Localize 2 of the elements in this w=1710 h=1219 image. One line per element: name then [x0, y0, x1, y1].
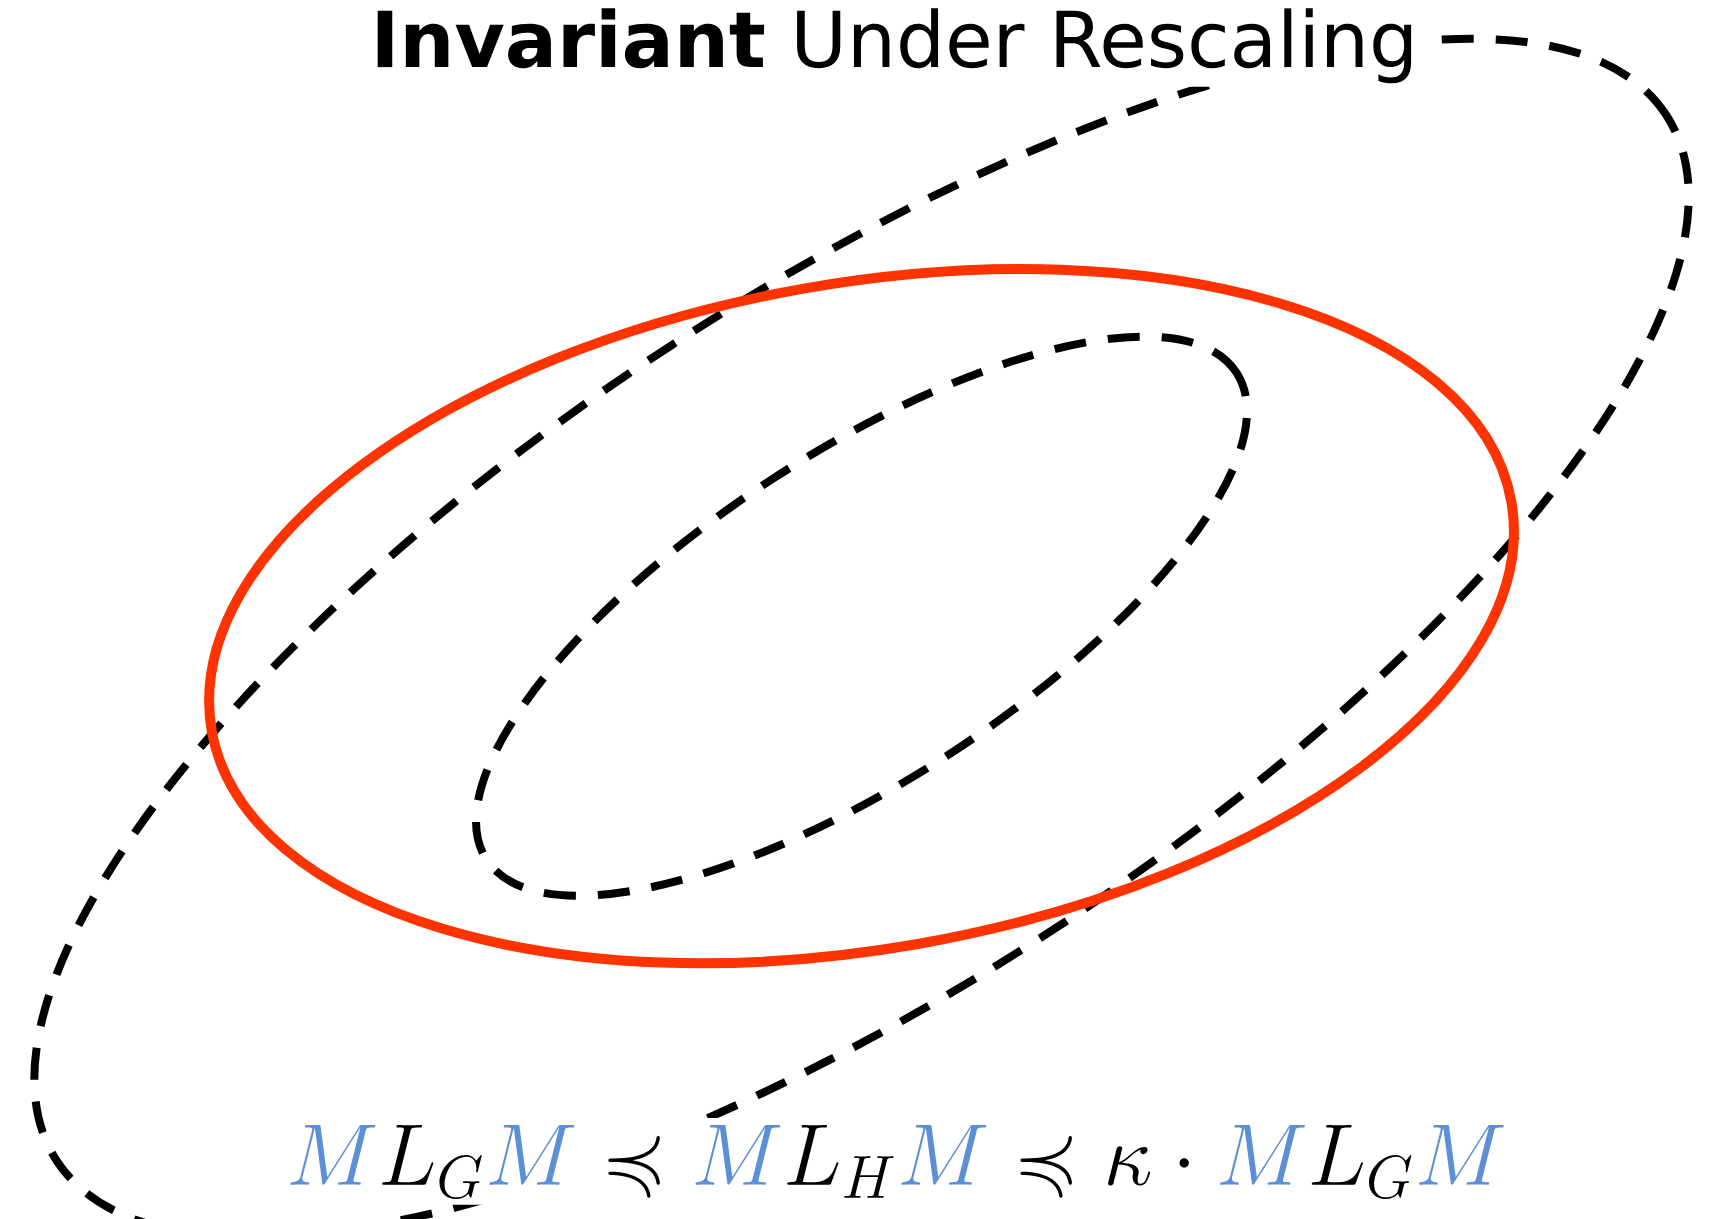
formula: ${\color[HTML]{5B8FD6}M}L_G{\color[HTML]{5B8FD6}M} \preccurlyeq {\color[HTML]{5B8FD6}M}L_H{\color[HTML]{5B8FD6}M} \preccurlyeq \kappa \cdot {\color[HTML]{5B8FD6}M}L_G{\color[HTML]{5B8FD6}M}$ — [279, 1117, 1514, 1205]
title: Invariant Under Rescaling — [367, 4, 1422, 87]
